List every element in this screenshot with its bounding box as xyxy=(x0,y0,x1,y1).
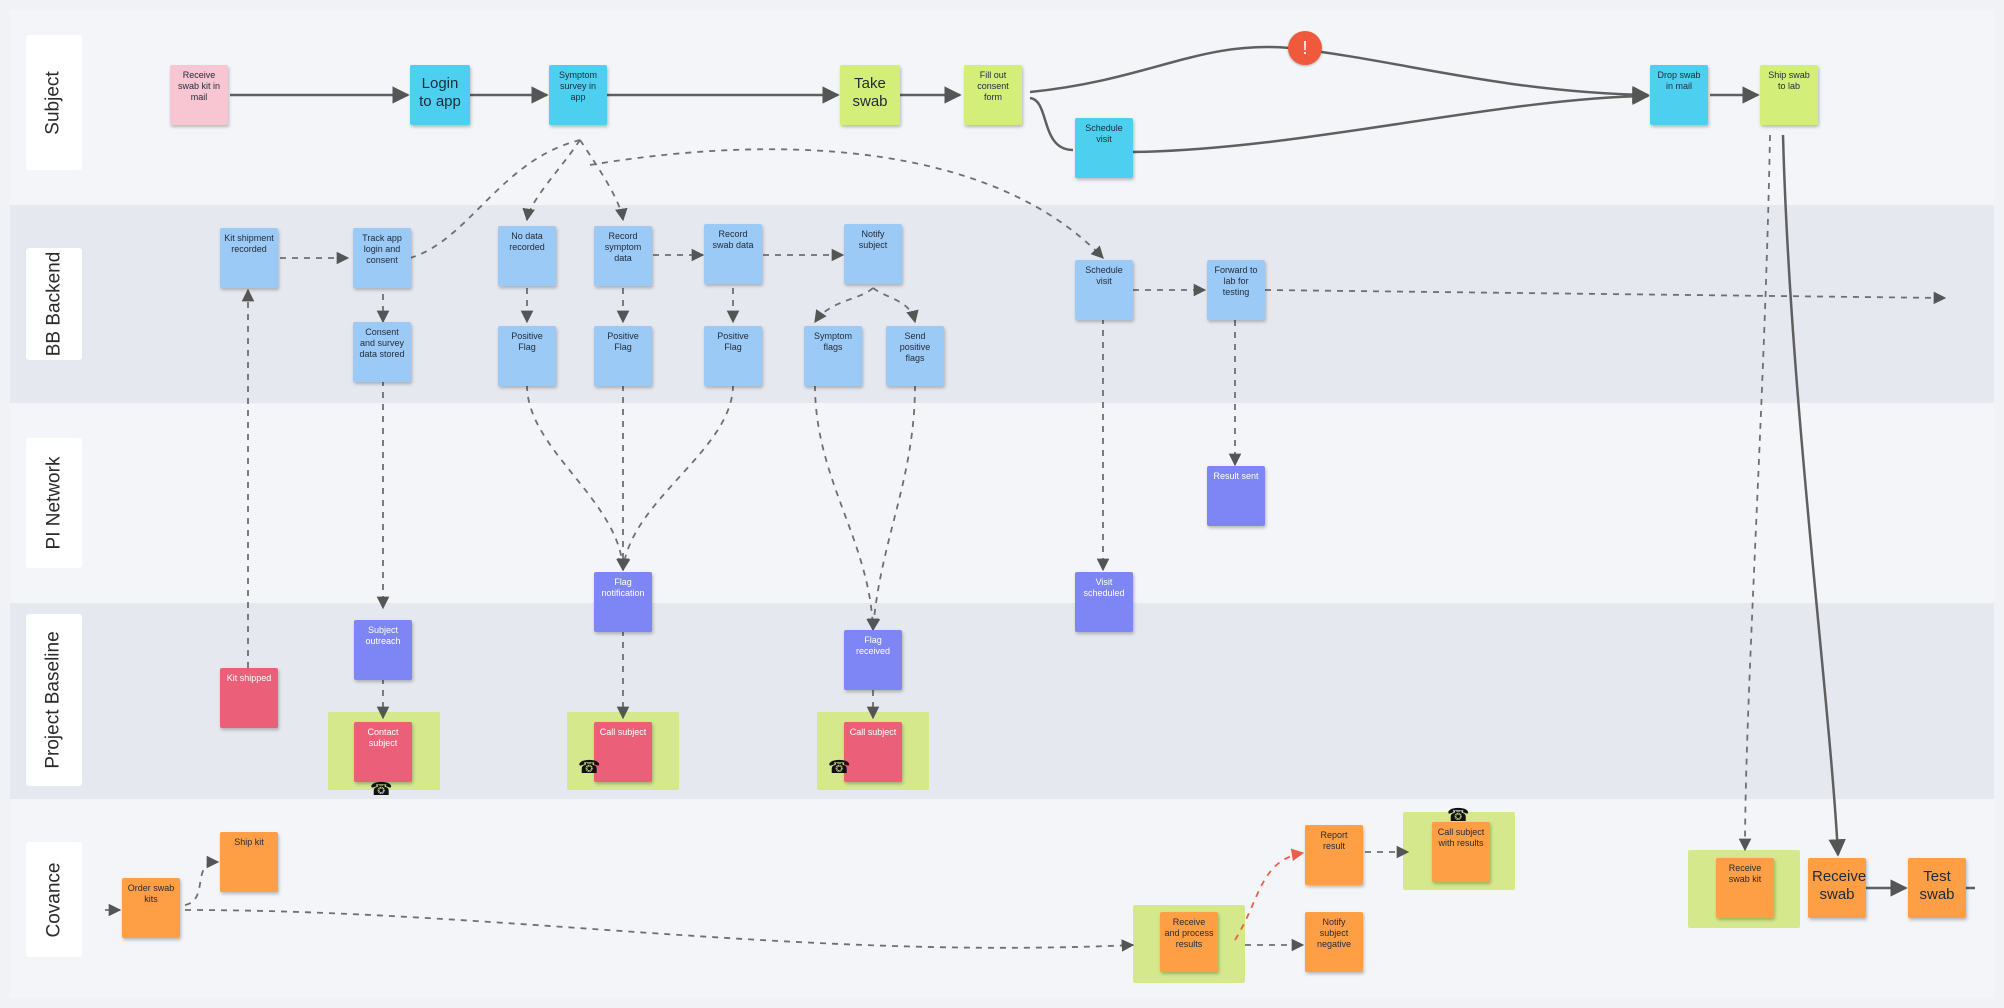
sticky-note[interactable]: Receive and process results xyxy=(1160,912,1218,972)
sticky-note[interactable]: Schedule visit xyxy=(1075,118,1133,178)
connector xyxy=(1234,848,1305,941)
sticky-note[interactable]: Positive Flag xyxy=(594,326,652,386)
connector xyxy=(1738,134,1771,852)
sticky-note[interactable]: Schedule visit xyxy=(1075,260,1133,320)
sticky-note[interactable]: Record swab data xyxy=(704,224,762,284)
sticky-note[interactable]: Symptom survey in app xyxy=(549,65,607,125)
connector xyxy=(867,384,916,632)
connector xyxy=(872,287,919,324)
lane-label-project-baseline: Project Baseline xyxy=(26,614,82,786)
sticky-note[interactable]: Visit scheduled xyxy=(1075,572,1133,632)
sticky-note[interactable]: Flag notification xyxy=(594,572,652,632)
connector xyxy=(1264,289,1947,305)
sticky-note[interactable]: Notify subject xyxy=(844,224,902,284)
sticky-note[interactable]: Send positive flags xyxy=(886,326,944,386)
sticky-note[interactable]: Call subject xyxy=(594,722,652,782)
phone-icon: ☎ xyxy=(370,779,393,799)
lane-label-bb-backend: BB Backend xyxy=(26,248,82,360)
lane-covance xyxy=(10,799,1994,998)
connector xyxy=(526,384,629,572)
sticky-note[interactable]: Notify subject negative xyxy=(1305,912,1363,972)
sticky-note[interactable]: Login to app xyxy=(410,65,470,125)
phone-icon: ☎ xyxy=(828,757,851,777)
sticky-note[interactable]: Order swab kits xyxy=(122,878,180,938)
sticky-note[interactable]: Kit shipment recorded xyxy=(220,228,278,288)
connector xyxy=(814,287,874,324)
sticky-note[interactable]: Take swab xyxy=(840,65,900,125)
lane-label-subject: Subject xyxy=(26,35,82,170)
sticky-note[interactable]: Flag received xyxy=(844,630,902,690)
sticky-note[interactable]: Kit shipped xyxy=(220,668,278,728)
sticky-note[interactable]: Report result xyxy=(1305,825,1363,885)
sticky-note[interactable]: Record symptom data xyxy=(594,226,652,286)
connector xyxy=(184,909,1135,952)
sticky-note[interactable]: Forward to lab for testing xyxy=(1207,260,1265,320)
lane-label-pi-network: PI Network xyxy=(26,438,82,568)
lane-bb-backend xyxy=(10,205,1994,403)
sticky-note[interactable]: Positive Flag xyxy=(498,326,556,386)
sticky-note[interactable]: Test swab xyxy=(1908,858,1966,918)
connector xyxy=(522,139,581,222)
connector xyxy=(1029,45,1650,104)
phone-icon: ☎ xyxy=(1447,805,1470,825)
sticky-note[interactable]: Call subject with results xyxy=(1432,822,1490,882)
sticky-note[interactable]: Track app login and consent xyxy=(353,228,411,288)
lane-pi-network xyxy=(10,403,1994,603)
connector xyxy=(1029,96,1074,152)
sticky-note[interactable]: Subject outreach xyxy=(354,620,412,680)
lane-label-covance: Covance xyxy=(26,842,82,957)
connector xyxy=(814,384,879,632)
sticky-note[interactable]: Fill out consent form xyxy=(964,65,1022,125)
sticky-note[interactable]: Call subject xyxy=(844,722,902,782)
sticky-note[interactable]: Consent and survey data stored xyxy=(353,322,411,382)
connector xyxy=(617,384,734,572)
sticky-note[interactable]: Ship kit xyxy=(220,832,278,892)
connector xyxy=(409,139,581,259)
connector xyxy=(1781,134,1846,857)
connector xyxy=(579,139,628,222)
sticky-note[interactable]: Positive Flag xyxy=(704,326,762,386)
sticky-note[interactable]: Ship swab to lab xyxy=(1760,65,1818,125)
sticky-note[interactable]: Result sent xyxy=(1207,466,1265,526)
sticky-note[interactable]: No data recorded xyxy=(498,226,556,286)
connector xyxy=(184,855,220,906)
alert-marker[interactable]: ! xyxy=(1288,31,1322,65)
sticky-note[interactable]: Contact subject xyxy=(354,722,412,782)
sticky-note[interactable]: Receive swab kit xyxy=(1716,858,1774,918)
sticky-note[interactable]: Drop swab in mail xyxy=(1650,65,1708,125)
connector xyxy=(1132,87,1650,154)
sticky-note[interactable]: Receive swab kit in mail xyxy=(170,65,228,125)
sticky-note[interactable]: Receive swab xyxy=(1808,858,1866,918)
sticky-note[interactable]: Symptom flags xyxy=(804,326,862,386)
phone-icon: ☎ xyxy=(578,757,601,777)
connector xyxy=(589,148,1104,259)
